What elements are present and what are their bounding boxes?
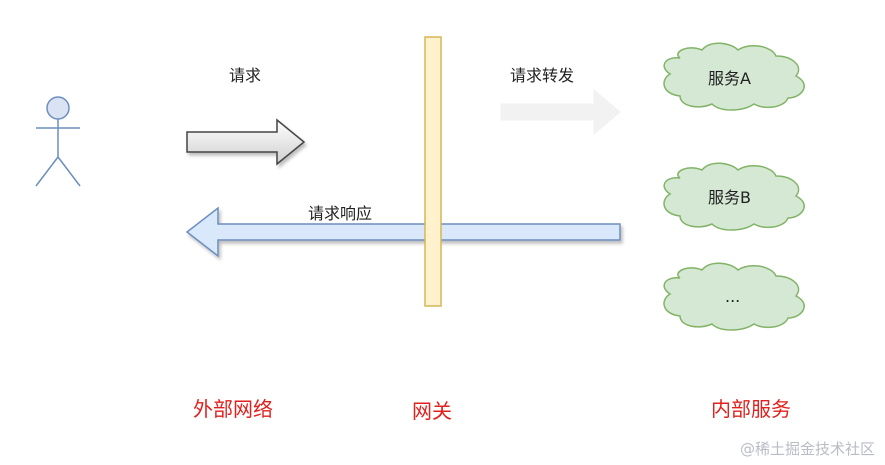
response-arrow xyxy=(185,206,621,258)
service-a-label: 服务A xyxy=(708,69,751,88)
actor-left-leg xyxy=(35,156,59,187)
external-network-label: 外部网络 xyxy=(193,397,273,421)
forward-label: 请求转发 xyxy=(510,66,575,85)
request-arrow xyxy=(186,118,306,166)
actor-right-leg xyxy=(57,156,81,187)
forward-arrow xyxy=(500,88,621,136)
service-b-label: 服务B xyxy=(708,188,751,207)
actor-head xyxy=(46,96,70,120)
gateway-label: 网关 xyxy=(412,399,452,423)
response-label: 请求响应 xyxy=(308,204,373,223)
gateway-bar xyxy=(424,36,442,307)
service-cloud-a xyxy=(663,42,805,111)
service-cloud-b xyxy=(663,162,805,231)
internal-services-label: 内部服务 xyxy=(711,397,791,421)
service-more-label: ... xyxy=(725,287,741,306)
user-actor-icon xyxy=(35,96,81,187)
service-cloud-more xyxy=(663,262,805,331)
request-label: 请求 xyxy=(229,66,262,85)
watermark: @稀土掘金技术社区 xyxy=(739,440,875,458)
